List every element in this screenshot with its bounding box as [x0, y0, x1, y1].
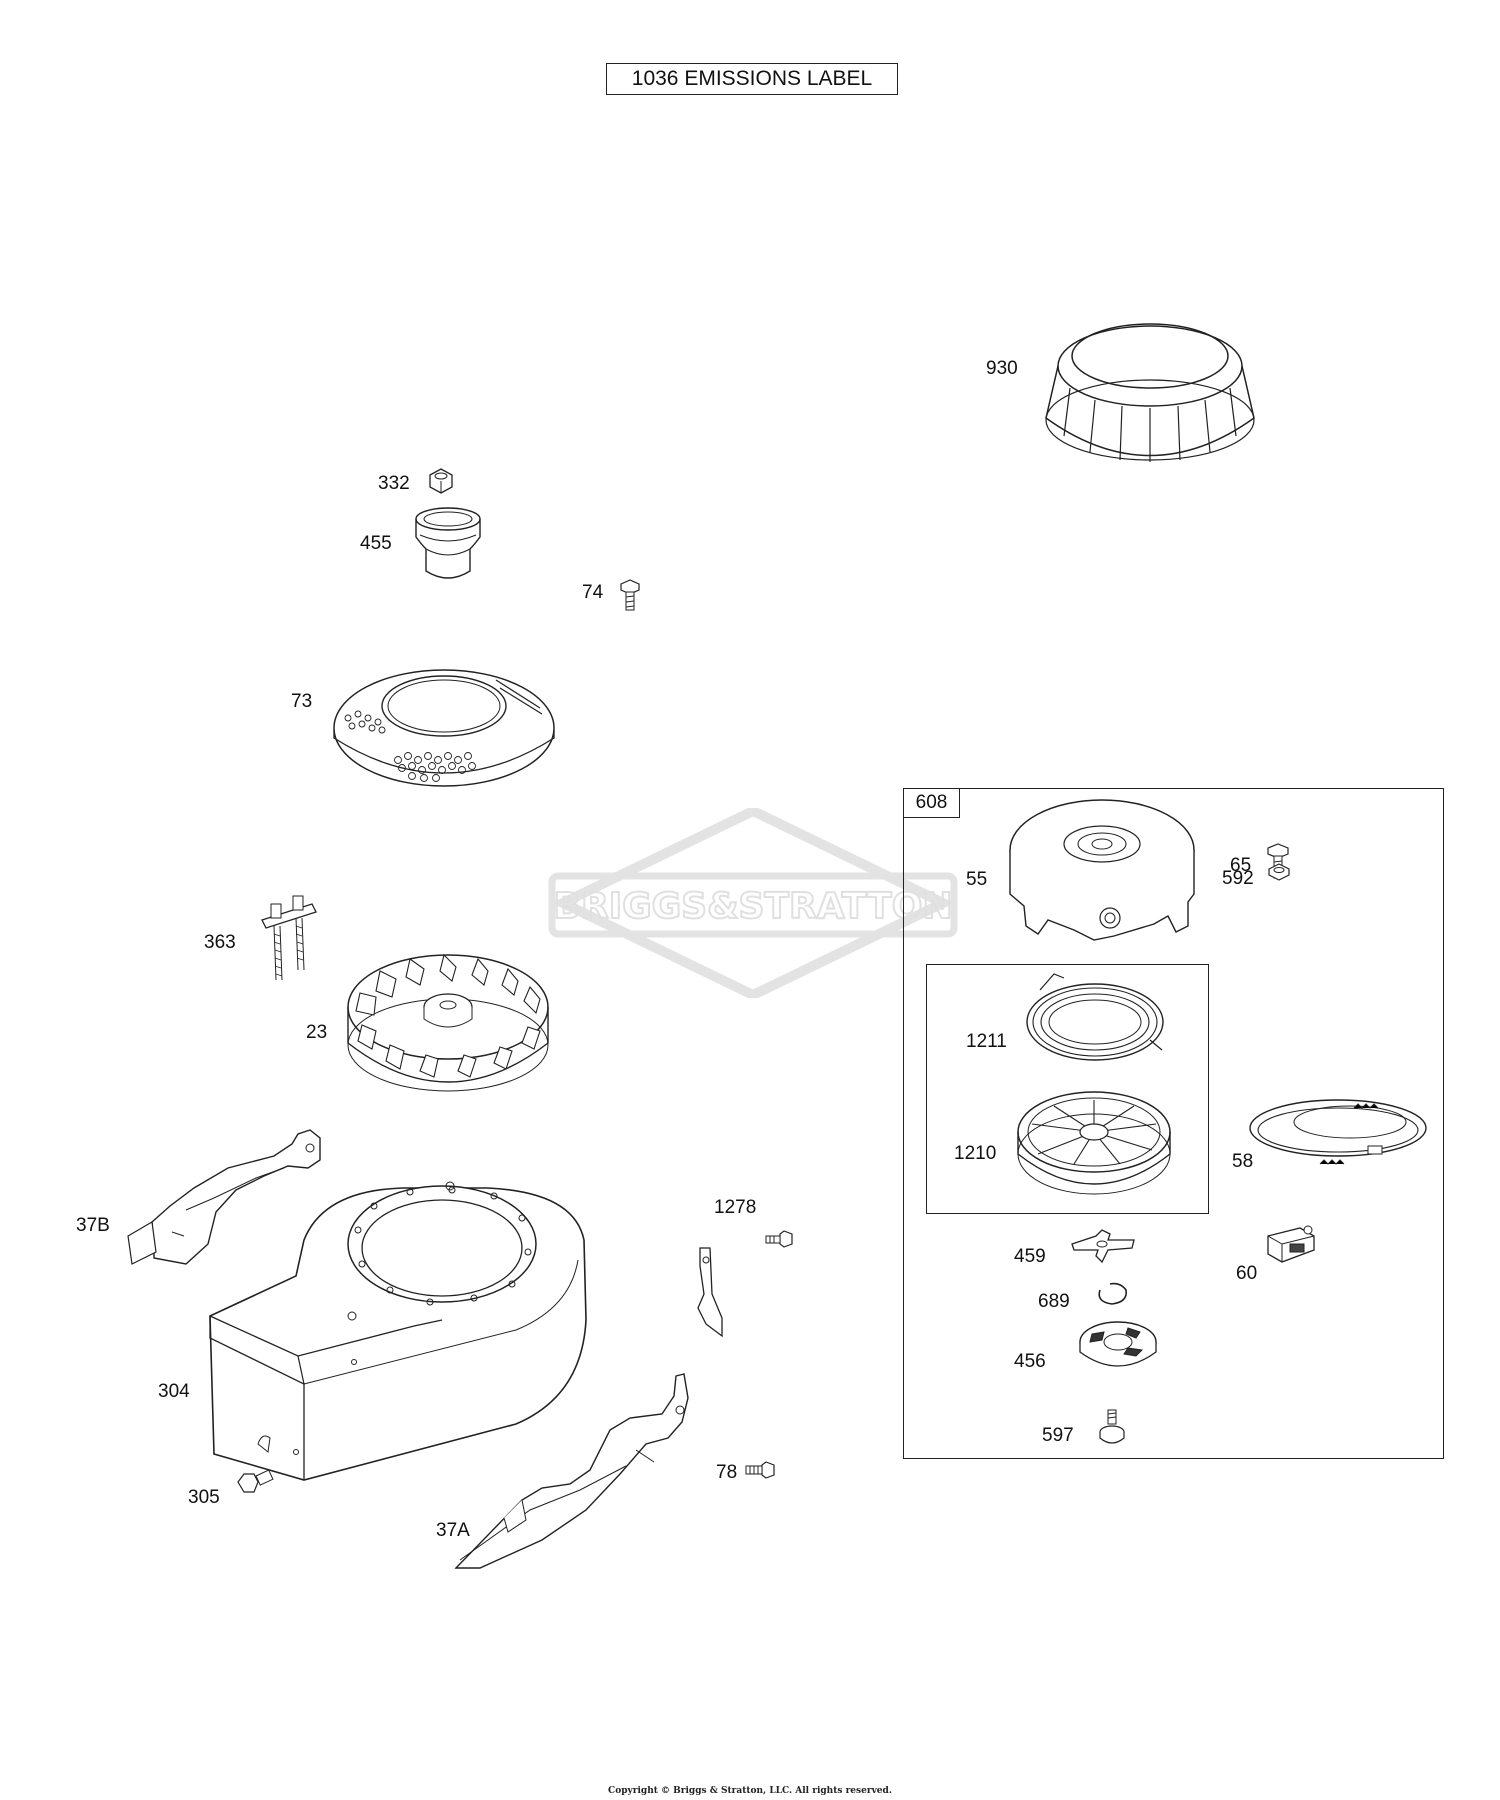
part-363-bracket	[258, 890, 320, 986]
part-456-retainer	[1076, 1316, 1160, 1382]
part-459-starter-dog	[1068, 1226, 1138, 1266]
part-1278-clip	[692, 1246, 728, 1338]
part-label-73: 73	[291, 691, 313, 712]
part-label-1278: 1278	[714, 1197, 757, 1218]
copyright-notice: Copyright © Briggs & Stratton, LLC. All …	[608, 1786, 892, 1796]
part-label-304: 304	[158, 1381, 190, 1402]
part-55-starter-housing	[1004, 794, 1200, 954]
part-label-456: 456	[1014, 1351, 1046, 1372]
part-label-37A: 37A	[436, 1520, 470, 1541]
part-1211-rewind-spring	[1020, 968, 1170, 1068]
part-label-74: 74	[582, 582, 604, 603]
part-1210-pulley	[1010, 1084, 1178, 1204]
part-label-689: 689	[1038, 1291, 1070, 1312]
part-label-55: 55	[966, 869, 988, 890]
part-304-blower-housing	[204, 1180, 590, 1482]
part-label-930: 930	[986, 358, 1018, 379]
part-58-starter-rope	[1246, 1094, 1432, 1174]
part-label-592: 592	[1222, 868, 1254, 889]
part-689-retainer-ring	[1092, 1280, 1132, 1308]
part-37B-air-guide	[124, 1116, 332, 1276]
part-label-332: 332	[378, 473, 410, 494]
part-332-nut	[426, 467, 456, 495]
part-label-37B: 37B	[76, 1215, 110, 1236]
part-930-starter-cover	[1040, 308, 1260, 478]
part-592-nut	[1266, 862, 1292, 882]
part-label-363: 363	[204, 932, 236, 953]
pulley-spring-subassembly-frame	[926, 964, 1209, 1214]
svg-text:BRIGGS&STRATTON: BRIGGS&STRATTON	[554, 886, 953, 927]
kit-608-number: 608	[915, 792, 948, 813]
part-597-screw	[1096, 1408, 1130, 1448]
part-73-screen	[328, 660, 560, 800]
kit-608-frame	[903, 788, 1444, 1459]
part-label-305: 305	[188, 1487, 220, 1508]
part-1278-screw	[762, 1228, 796, 1250]
part-label-459: 459	[1014, 1246, 1046, 1267]
part-60-starter-handle	[1262, 1222, 1322, 1268]
part-label-1211: 1211	[966, 1031, 1007, 1052]
part-label-65: 65	[1230, 855, 1252, 876]
part-label-60: 60	[1236, 1263, 1258, 1284]
part-label-78: 78	[716, 1462, 738, 1483]
part-label-23: 23	[306, 1022, 328, 1043]
part-label-1210: 1210	[954, 1143, 997, 1164]
emissions-label-box: 1036 EMISSIONS LABEL	[606, 63, 898, 95]
part-37A-air-guide	[450, 1370, 696, 1580]
briggs-stratton-watermark-logo: BRIGGS&STRATTON	[548, 808, 958, 998]
part-455-starter-cup	[410, 505, 486, 585]
part-label-455: 455	[360, 533, 392, 554]
part-23-flywheel-fan	[340, 945, 556, 1095]
part-74-screw	[618, 578, 642, 612]
kit-608-tag: 608	[903, 788, 960, 818]
emissions-label-text: 1036 EMISSIONS LABEL	[631, 67, 873, 90]
part-label-597: 597	[1042, 1425, 1074, 1446]
part-305-screw	[234, 1466, 274, 1500]
part-78-screw	[742, 1458, 778, 1482]
part-label-58: 58	[1232, 1151, 1254, 1172]
